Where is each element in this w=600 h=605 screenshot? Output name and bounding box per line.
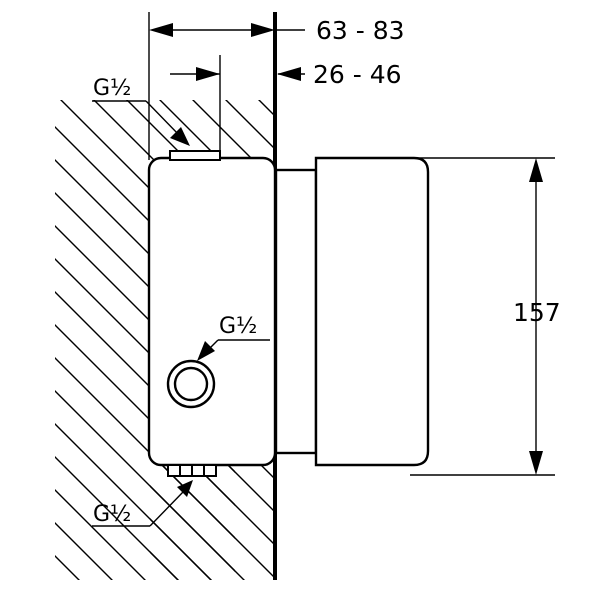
hatch-line [150,465,275,580]
top-thread-leader [92,100,181,137]
install-depth-dimension [170,55,305,152]
hatch-line [0,0,33,600]
top-connection-stub [169,150,221,161]
hatch-line [0,0,33,600]
hatch-line [55,100,235,580]
top-thread-label: G½ [93,76,131,101]
bottom-thread-leader [92,491,184,527]
hatch-line [423,0,600,600]
hatch-line [0,0,99,600]
hatch-line [588,0,600,600]
hatch-line [150,465,275,580]
height-dimension [410,157,555,476]
top-thread-arrow [170,127,190,146]
hatch-line [55,100,232,580]
height-arrow-bottom [529,451,543,475]
middle-thread-label: G½ [219,314,257,339]
extension-sleeve [274,168,318,455]
install-depth-arrow-left [196,67,220,81]
hatch-line [55,100,166,580]
hatch-line [0,0,99,600]
hatch-line [55,100,235,580]
hatch-line [588,0,600,600]
middle-thread-arrow [197,341,215,361]
overall-depth-dimension [148,12,305,160]
bottom-thread-label: G½ [93,502,131,527]
install-depth-label: 26 - 46 [313,60,402,89]
overall-depth-arrow-right [251,23,275,37]
bottom-thread-arrow [177,480,193,497]
overall-depth-label: 63 - 83 [316,16,405,45]
hatch-line [423,0,600,600]
hatch-line [423,0,600,600]
hatch-line [150,465,265,580]
height-label: 157 [513,298,561,327]
hatch-line [55,100,67,580]
overall-depth-arrow-left [149,23,173,37]
hatch-line [55,100,235,580]
hatch-line [588,0,600,600]
hatch-line [55,100,100,580]
install-depth-arrow-right [277,67,301,81]
hatch-line [555,0,600,600]
concealed-box [147,156,277,467]
cover-plate [314,156,430,467]
hatch-line [555,0,600,600]
hatch-line [0,0,66,600]
height-arrow-top [529,158,543,182]
bottom-connection-nut [167,464,217,477]
hatch-line [555,0,600,600]
side-connection-port [166,359,216,409]
hatch-line [0,0,33,600]
hatch-line [0,0,66,600]
hatch-line [55,100,199,580]
hatch-line [150,465,275,580]
